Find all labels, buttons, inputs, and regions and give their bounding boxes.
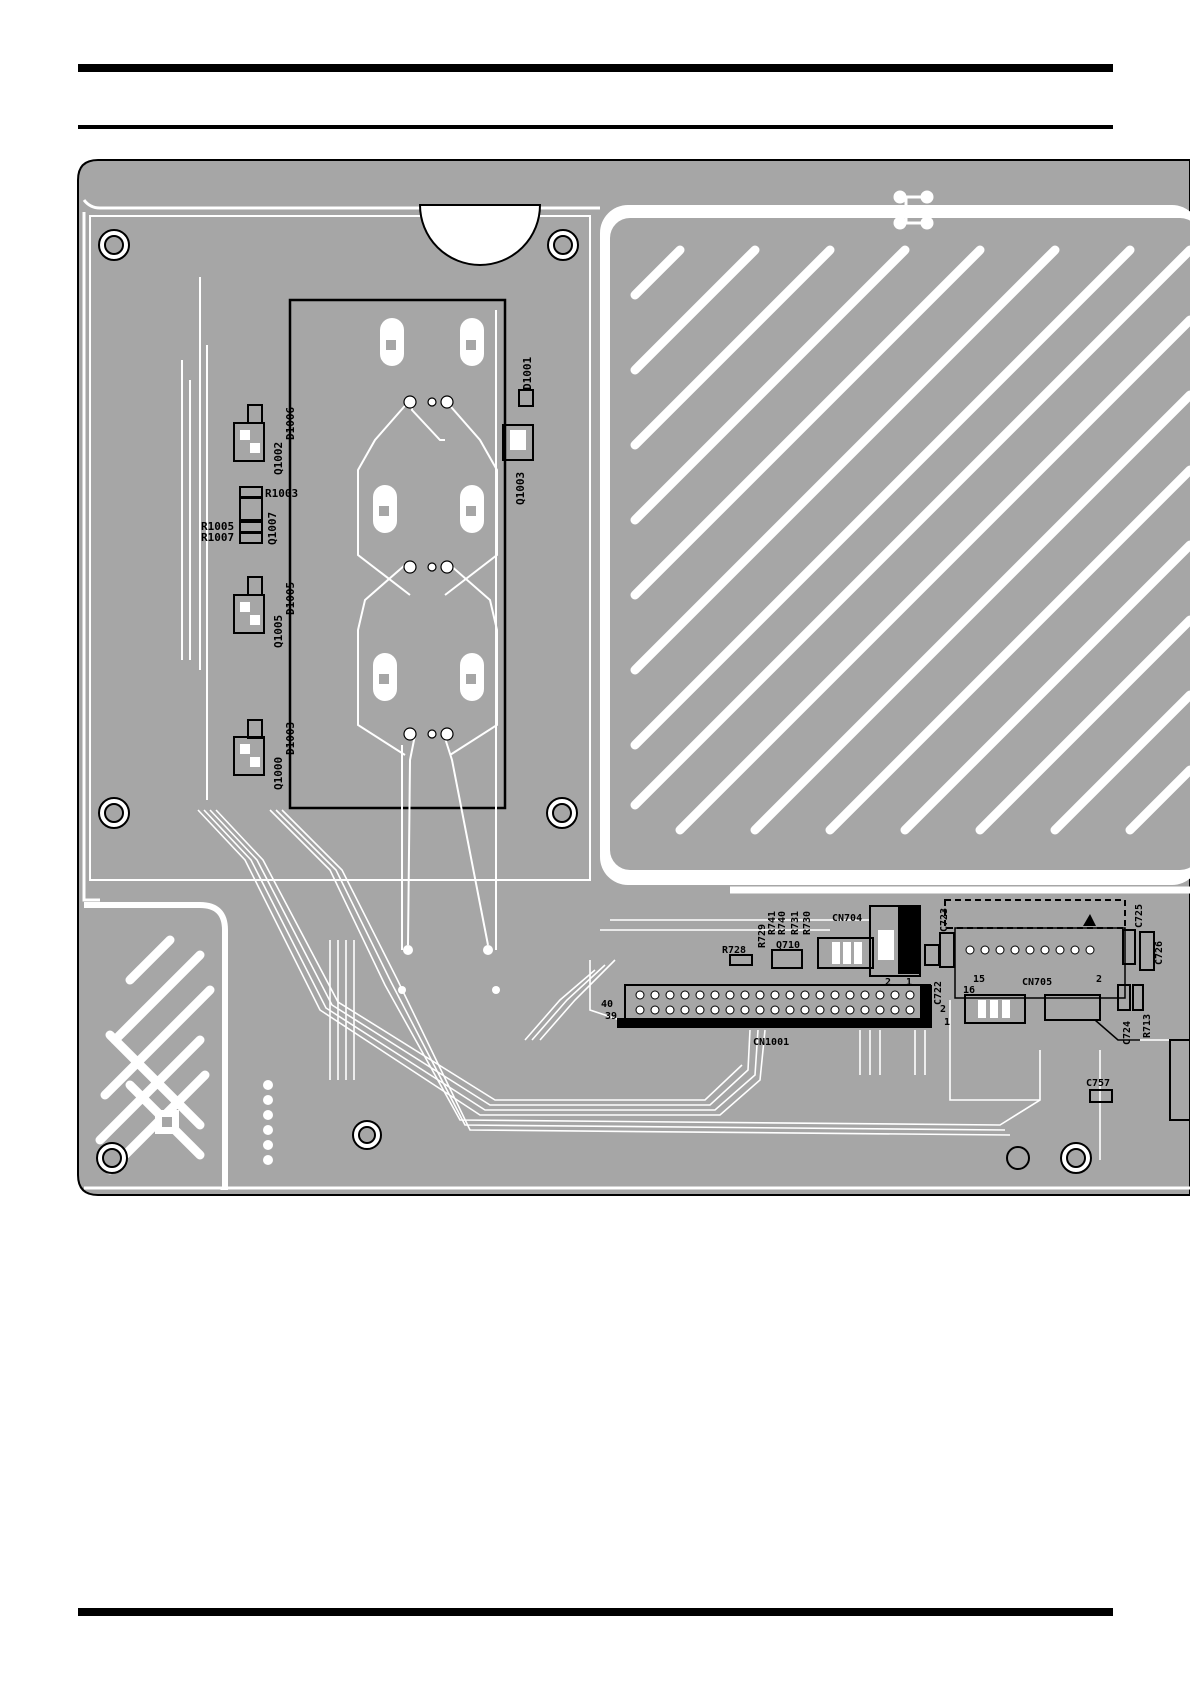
pin-cn1001-39: 39 bbox=[605, 1011, 617, 1022]
label-cn705: CN705 bbox=[1022, 977, 1052, 988]
label-q1003: Q1003 bbox=[514, 472, 527, 505]
label-q1005: Q1005 bbox=[272, 615, 285, 648]
pin-cn705-2: 2 bbox=[1096, 974, 1102, 985]
label-r713: R713 bbox=[1142, 1014, 1153, 1038]
pin-cn704-1: 1 bbox=[906, 977, 912, 988]
label-c757: C757 bbox=[1086, 1078, 1110, 1089]
label-r730: R730 bbox=[802, 911, 813, 935]
label-c723: C723 bbox=[939, 908, 950, 932]
shield-region bbox=[600, 205, 1190, 885]
cn1001-connector bbox=[617, 985, 932, 1028]
label-r728: R728 bbox=[722, 945, 746, 956]
label-q1000: Q1000 bbox=[272, 757, 285, 790]
label-r731: R731 bbox=[790, 911, 801, 935]
label-q1002: Q1002 bbox=[272, 442, 285, 475]
label-d1006: D1006 bbox=[284, 407, 297, 440]
label-r1003: R1003 bbox=[265, 487, 298, 500]
label-d1005: D1005 bbox=[284, 582, 297, 615]
label-c726: C726 bbox=[1154, 941, 1165, 965]
label-d1001: D1001 bbox=[521, 357, 534, 390]
label-q1007: Q1007 bbox=[266, 512, 279, 545]
label-cn704: CN704 bbox=[832, 913, 862, 924]
label-c724: C724 bbox=[1122, 1021, 1133, 1045]
pin-cn704-2: 2 bbox=[885, 977, 891, 988]
label-d1003: D1003 bbox=[284, 722, 297, 755]
label-q710: Q710 bbox=[776, 940, 800, 951]
label-r1007: R1007 bbox=[201, 531, 234, 544]
label-r740: R740 bbox=[777, 911, 788, 935]
label-c722: C722 bbox=[933, 981, 944, 1005]
pin-cn705-15: 15 bbox=[973, 974, 985, 985]
pin-c722-1: 1 bbox=[944, 1017, 950, 1028]
pin-cn1001-40: 40 bbox=[601, 999, 613, 1010]
label-c725: C725 bbox=[1134, 904, 1145, 928]
pin-cn705-16: 16 bbox=[963, 985, 975, 996]
label-cn1001: CN1001 bbox=[753, 1037, 789, 1048]
pin-c722-2: 2 bbox=[940, 1004, 946, 1015]
